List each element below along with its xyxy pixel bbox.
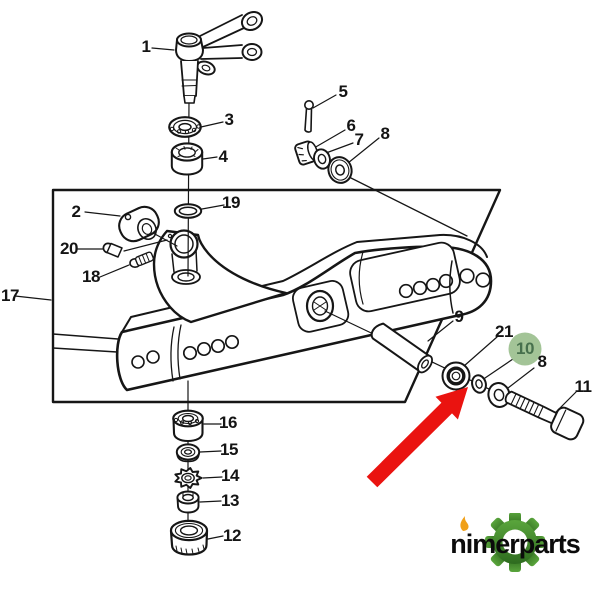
part-callout-2: 2	[71, 202, 81, 221]
steering-spindle-drawing	[175, 10, 264, 104]
flame-icon	[460, 516, 469, 531]
thrust-washer-drawing	[471, 374, 487, 394]
seal-washer-drawing	[441, 361, 471, 391]
cotter-pin-drawing	[303, 100, 314, 133]
part-callout-10-highlighted: 10	[516, 339, 534, 358]
part-callout-8-bottom: 8	[537, 352, 547, 371]
grease-fitting-drawing	[102, 242, 123, 258]
assembly-boundary-box	[51, 188, 502, 404]
axle-support-drawing	[52, 229, 493, 392]
pointer-arrow	[366, 387, 468, 488]
pivot-pin-drawing	[370, 322, 433, 374]
part-callout-8-top: 8	[380, 124, 390, 143]
washer-top-drawing	[327, 156, 353, 184]
part-callout-18: 18	[82, 267, 100, 286]
nut-drawing	[176, 490, 200, 514]
part-callout-14: 14	[221, 466, 239, 485]
part-callout-15: 15	[220, 440, 238, 459]
part-callout-19: 19	[222, 193, 240, 212]
part-callout-12: 12	[223, 526, 241, 545]
leader-lines	[14, 47, 577, 547]
part-callout-1: 1	[141, 37, 151, 56]
highlight-badge	[508, 332, 542, 366]
part-callout-21: 21	[495, 322, 513, 341]
part-callout-16: 16	[219, 413, 237, 432]
bushing-drawing	[118, 205, 160, 243]
bushing-lower-drawing	[170, 142, 204, 176]
bearing-drawing	[168, 116, 202, 138]
part-callout-4: 4	[218, 147, 228, 166]
part-callout-7: 7	[354, 130, 364, 149]
watermark-logo: nimerparts	[430, 513, 600, 579]
bearing-washer-drawing	[175, 443, 201, 463]
part-callout-6: 6	[346, 116, 356, 135]
part-callout-9: 9	[454, 307, 464, 326]
part-callout-5: 5	[338, 82, 348, 101]
dust-cap-drawing	[169, 519, 209, 556]
part-callout-3: 3	[224, 110, 234, 129]
lock-washer-drawing	[174, 467, 203, 489]
bushing-bottom-drawing	[172, 409, 204, 443]
part-callout-20: 20	[60, 239, 78, 258]
grease-fitting-angled-drawing	[129, 251, 154, 268]
brand-name: nimerparts	[450, 529, 581, 559]
bolt-drawing	[504, 390, 585, 441]
washer-drawing	[313, 148, 331, 170]
gear-icon	[485, 513, 545, 572]
part-callout-13: 13	[221, 491, 239, 510]
part-callout-17: 17	[1, 286, 19, 305]
snap-ring-drawing	[173, 203, 203, 219]
part-callout-11: 11	[574, 377, 592, 396]
